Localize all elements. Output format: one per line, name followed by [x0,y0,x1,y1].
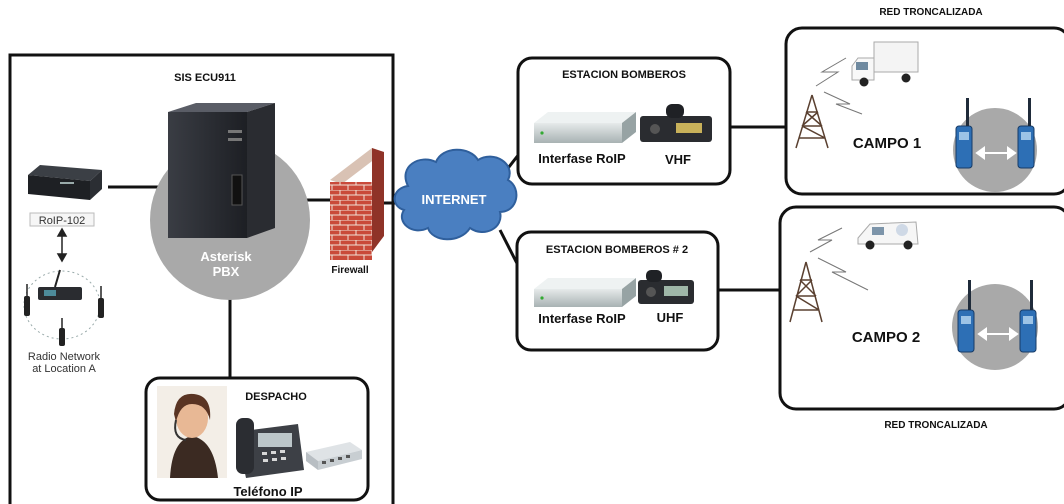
station2-interface-label: Interfase RoIP [538,311,626,326]
roip-device-icon [28,165,102,200]
sis-ecu911-title: SIS ECU911 [174,72,236,84]
operator-photo-icon [157,386,227,478]
double-arrow-icon [975,146,1017,160]
roip-label-frame [29,212,95,227]
firewall-icon [330,148,384,260]
field1-network-title: RED TRONCALIZADA [879,7,982,18]
station1-radio-label: VHF [665,152,691,167]
station1-group: ESTACION BOMBEROS Interfase RoIP VHF [516,56,732,186]
uhf-radio-icon [638,270,694,304]
roip-interface-icon [534,278,636,307]
station1-title: ESTACION BOMBEROS [562,69,686,81]
station2-group: ESTACION BOMBEROS # 2 Interfase RoIP UHF [515,230,720,352]
server-tower-icon [168,103,275,238]
roip-interface-icon [534,112,636,143]
radio-tower-icon [795,57,863,149]
station2-radio-label: UHF [657,310,684,325]
station2-title: ESTACION BOMBEROS # 2 [546,244,688,256]
radio-network-line2: at Location A [32,363,96,375]
internet-label: INTERNET [422,192,487,207]
pbx-label-line1: Asterisk [200,249,252,264]
pbx-label-line2: PBX [213,264,240,279]
handheld-radio-icon [1017,98,1035,169]
firewall-label: Firewall [331,265,368,276]
field1-label: CAMPO 1 [853,135,921,152]
field2-label: CAMPO 2 [852,329,920,346]
ip-phone-label: Teléfono IP [233,484,302,499]
radio-network-line1: Radio Network [28,351,101,363]
handheld-radio-icon [1019,280,1037,353]
roip-radio-arrow [56,227,68,263]
network-switch-icon [306,442,362,470]
sis-ecu911-box [8,53,395,504]
radio-network-icon [23,269,104,346]
internet-cloud-icon [393,148,518,241]
handheld-radio-icon [955,98,973,169]
field1-group: RED TRONCALIZADA CAMPO 1 [784,7,1064,196]
van-icon [857,221,919,250]
sis-ecu911-group: SIS ECU911 Asterisk PBX Firewall [8,53,395,504]
radio-tower-icon [789,227,869,323]
handheld-radio-icon [957,280,975,353]
station1-interface-label: Interfase RoIP [538,151,626,166]
ip-phone-icon [236,418,304,478]
field2-group: CAMPO 2 RED TRONCALIZADA [778,205,1064,431]
field2-network-title: RED TRONCALIZADA [884,420,987,431]
truck-icon [851,41,919,87]
dispatch-title: DESPACHO [245,391,307,403]
double-arrow-icon [977,327,1019,341]
vhf-radio-icon [640,104,712,142]
roip-device-label: RoIP-102 [39,215,85,227]
field1-disc [953,108,1037,192]
